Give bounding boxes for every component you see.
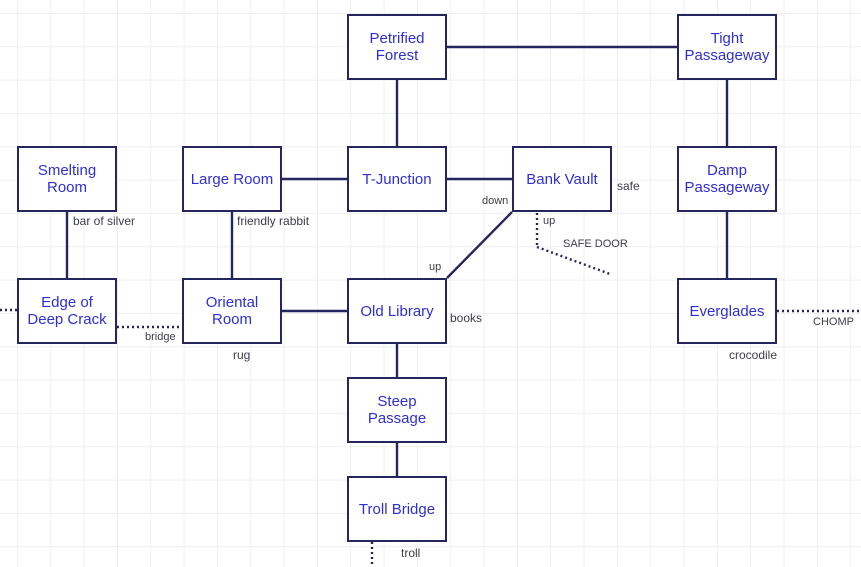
room-everglades[interactable]: Everglades — [677, 278, 777, 344]
room-name-line: Deep Crack — [27, 311, 107, 328]
room-name-line: Edge of — [41, 294, 93, 311]
room-large-room[interactable]: Large Room — [182, 146, 282, 212]
room-name-line: T-Junction — [362, 170, 432, 188]
room-name-line: Passage — [367, 410, 427, 427]
room-name-line: Forest — [375, 47, 419, 64]
room-name-line: Damp — [706, 162, 747, 179]
room-name-line: Everglades — [689, 302, 765, 320]
edge-label-bridge: bridge — [145, 331, 176, 343]
room-name-line: Smelting — [37, 162, 97, 179]
connection-bank-vault--old-library-diagonal[interactable] — [446, 211, 513, 279]
edge-label-down: down — [482, 195, 509, 207]
room-name-line: Tight — [710, 30, 744, 47]
edge-label-up-library: up — [429, 261, 442, 273]
edge-label-safe: safe — [617, 179, 640, 193]
room-name-line: Petrified — [369, 30, 425, 47]
edge-label-troll: troll — [401, 546, 421, 560]
edge-label-crocodile: crocodile — [729, 348, 778, 362]
room-name-line: Steep — [377, 393, 417, 410]
edge-label-books: books — [450, 311, 483, 325]
room-troll-bridge[interactable]: Troll Bridge — [347, 476, 447, 542]
edge-label-up-vault: up — [543, 215, 556, 227]
room-bank-vault[interactable]: Bank Vault — [512, 146, 612, 212]
edge-label-bar-of-silver: bar of silver — [73, 214, 136, 228]
room-old-library[interactable]: Old Library — [347, 278, 447, 344]
room-name-line: Passageway — [684, 47, 770, 64]
room-name-line: Troll Bridge — [358, 500, 436, 518]
edge-label-safe-door: SAFE DOOR — [563, 238, 628, 250]
room-t-junction[interactable]: T-Junction — [347, 146, 447, 212]
room-name-line: Passageway — [684, 179, 770, 196]
room-name-line: Large Room — [190, 170, 274, 188]
room-name-line: Old Library — [360, 302, 434, 320]
room-name-line: Oriental — [205, 294, 259, 311]
room-name-line: Room — [211, 311, 252, 328]
room-name-line: Room — [46, 179, 87, 196]
edge-label-friendly-rabbit: friendly rabbit — [237, 214, 310, 228]
edge-label-chomp: CHOMP — [813, 316, 854, 328]
connection-bank-vault--safe-door-diagonal[interactable] — [536, 245, 611, 276]
room-name-line: Bank Vault — [526, 170, 598, 188]
edge-label-rug: rug — [233, 348, 251, 362]
